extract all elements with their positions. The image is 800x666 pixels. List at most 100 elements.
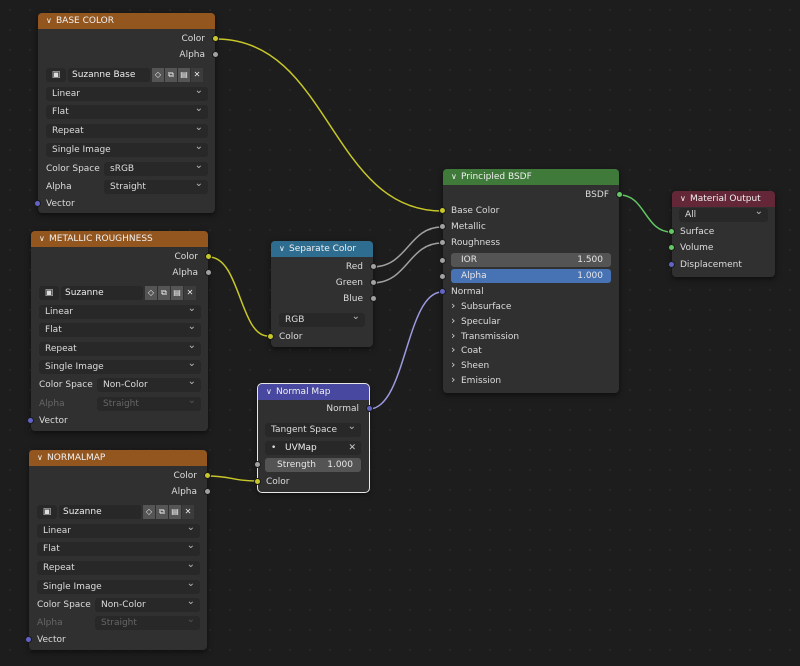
normalmap-texture-node[interactable]: ∨NORMALMAP Color Alpha ▣ Suzanne Normal.… (25, 450, 211, 650)
chevron-down-icon[interactable]: ∨ (266, 387, 272, 396)
chevron-down-icon[interactable]: ∨ (37, 453, 43, 462)
principled-bsdf-node[interactable]: ∨Principled BSDF BSDF Base Color Metalli… (439, 169, 623, 393)
interpolation-dropdown[interactable]: Linear (46, 84, 208, 101)
mode-dropdown[interactable]: RGB (279, 310, 365, 327)
ior-socket[interactable] (439, 257, 446, 264)
base-color-node[interactable]: ∨BASE COLOR Color Alpha ▣ Suzanne Base C… (34, 13, 219, 213)
color-socket[interactable] (439, 207, 446, 214)
float-socket[interactable] (439, 239, 446, 246)
panel-subsurface[interactable]: Subsurface (451, 299, 511, 314)
close-icon[interactable]: ✕ (182, 505, 194, 519)
color-socket[interactable] (267, 333, 274, 340)
alpha-mode-dropdown[interactable]: Straight (95, 613, 200, 630)
float-socket[interactable] (370, 279, 377, 286)
image-selector[interactable]: ▣ Suzanne Normal... ◇ ⧉ ▤ ✕ (37, 505, 200, 519)
color-socket[interactable] (204, 472, 211, 479)
color-space-dropdown[interactable]: sRGB (104, 159, 208, 176)
source-dropdown[interactable]: Single Image (39, 357, 201, 374)
alpha-socket[interactable] (439, 273, 446, 280)
interpolation-dropdown[interactable]: Linear (39, 302, 201, 319)
source-dropdown[interactable]: Single Image (46, 140, 208, 157)
node-header[interactable]: ∨Material Output (672, 191, 775, 207)
duplicate-icon[interactable]: ⧉ (156, 505, 168, 519)
panel-emission[interactable]: Emission (451, 373, 501, 388)
node-header[interactable]: ∨BASE COLOR (38, 13, 215, 29)
ior-field[interactable]: IOR 1.500 (451, 253, 611, 267)
duplicate-icon[interactable]: ⧉ (165, 68, 177, 82)
chevron-down-icon[interactable]: ∨ (680, 194, 686, 203)
interpolation-dropdown[interactable]: Linear (37, 521, 200, 538)
uv-map-name[interactable]: UVMap (285, 443, 317, 453)
panel-coat[interactable]: Coat (451, 343, 482, 358)
color-space-dropdown[interactable]: Non-Color (97, 375, 201, 392)
shader-socket[interactable] (668, 244, 675, 251)
chevron-down-icon[interactable]: ∨ (451, 172, 457, 181)
float-socket[interactable] (370, 263, 377, 270)
projection-dropdown[interactable]: Flat (39, 320, 201, 337)
strength-socket[interactable] (254, 461, 261, 468)
alpha-mode-dropdown[interactable]: Straight (104, 177, 208, 194)
float-socket[interactable] (212, 51, 219, 58)
fake-user-icon[interactable]: ◇ (152, 68, 164, 82)
extension-dropdown[interactable]: Repeat (37, 558, 200, 575)
node-header[interactable]: ∨Principled BSDF (443, 169, 619, 185)
open-folder-icon[interactable]: ▤ (178, 68, 190, 82)
space-dropdown[interactable]: Tangent Space (265, 420, 361, 437)
float-socket[interactable] (370, 295, 377, 302)
float-socket[interactable] (439, 223, 446, 230)
fake-user-icon[interactable]: ◇ (145, 286, 157, 300)
vector-socket[interactable] (34, 200, 41, 207)
color-socket[interactable] (254, 478, 261, 485)
close-icon[interactable]: ✕ (191, 68, 203, 82)
vector-socket[interactable] (25, 636, 32, 643)
vector-socket[interactable] (27, 417, 34, 424)
projection-dropdown[interactable]: Flat (37, 539, 200, 556)
extension-dropdown[interactable]: Repeat (46, 121, 208, 138)
uv-map-field-bg[interactable] (265, 441, 361, 455)
open-folder-icon[interactable]: ▤ (171, 286, 183, 300)
node-header[interactable]: ∨Separate Color (271, 241, 373, 257)
vector-socket[interactable] (668, 261, 675, 268)
float-socket[interactable] (205, 269, 212, 276)
open-folder-icon[interactable]: ▤ (169, 505, 181, 519)
alpha-mode-dropdown[interactable]: Straight (97, 394, 201, 411)
projection-dropdown[interactable]: Flat (46, 102, 208, 119)
target-dropdown[interactable]: All (679, 205, 768, 222)
extension-dropdown[interactable]: Repeat (39, 339, 201, 356)
fake-user-icon[interactable]: ◇ (143, 505, 155, 519)
panel-sheen[interactable]: Sheen (451, 358, 489, 373)
color-socket[interactable] (205, 253, 212, 260)
duplicate-icon[interactable]: ⧉ (158, 286, 170, 300)
vector-socket[interactable] (366, 405, 373, 412)
separate-color-node[interactable]: ∨Separate Color Red Green Blue RGB Color (267, 241, 377, 347)
shader-socket[interactable] (668, 228, 675, 235)
alpha-field[interactable]: Alpha 1.000 (451, 269, 611, 283)
strength-field[interactable]: Strength 1.000 (265, 458, 361, 472)
normal-map-node[interactable]: ∨Normal Map Normal Tangent Space • UVMap… (254, 383, 373, 493)
node-header[interactable]: ∨METALLIC ROUGHNESS (31, 231, 208, 247)
chevron-down-icon[interactable]: ∨ (279, 244, 285, 253)
image-name[interactable]: Suzanne Base C... (68, 68, 150, 82)
color-socket[interactable] (212, 35, 219, 42)
chevron-down-icon[interactable]: ∨ (46, 16, 52, 25)
chevron-down-icon[interactable]: ∨ (39, 234, 45, 243)
vector-socket[interactable] (439, 288, 446, 295)
image-name[interactable]: Suzanne Metalli... (61, 286, 143, 300)
uv-map-selector[interactable]: • UVMap ✕ (265, 441, 361, 455)
node-header[interactable]: ∨Normal Map (258, 384, 369, 400)
panel-specular[interactable]: Specular (451, 314, 500, 329)
panel-transmission[interactable]: Transmission (451, 329, 519, 344)
image-name[interactable]: Suzanne Normal... (59, 505, 141, 519)
image-selector[interactable]: ▣ Suzanne Metalli... ◇ ⧉ ▤ ✕ (39, 286, 201, 300)
close-icon[interactable]: ✕ (184, 286, 196, 300)
clear-icon[interactable]: ✕ (348, 443, 356, 453)
source-dropdown[interactable]: Single Image (37, 577, 200, 594)
shader-socket[interactable] (616, 191, 623, 198)
float-socket[interactable] (204, 488, 211, 495)
image-selector[interactable]: ▣ Suzanne Base C... ◇ ⧉ ▤ ✕ (46, 68, 208, 82)
node-header[interactable]: ∨NORMALMAP (29, 450, 207, 466)
image-icon[interactable]: ▣ (37, 505, 57, 519)
color-space-dropdown[interactable]: Non-Color (95, 595, 200, 612)
image-icon[interactable]: ▣ (46, 68, 66, 82)
image-icon[interactable]: ▣ (39, 286, 59, 300)
